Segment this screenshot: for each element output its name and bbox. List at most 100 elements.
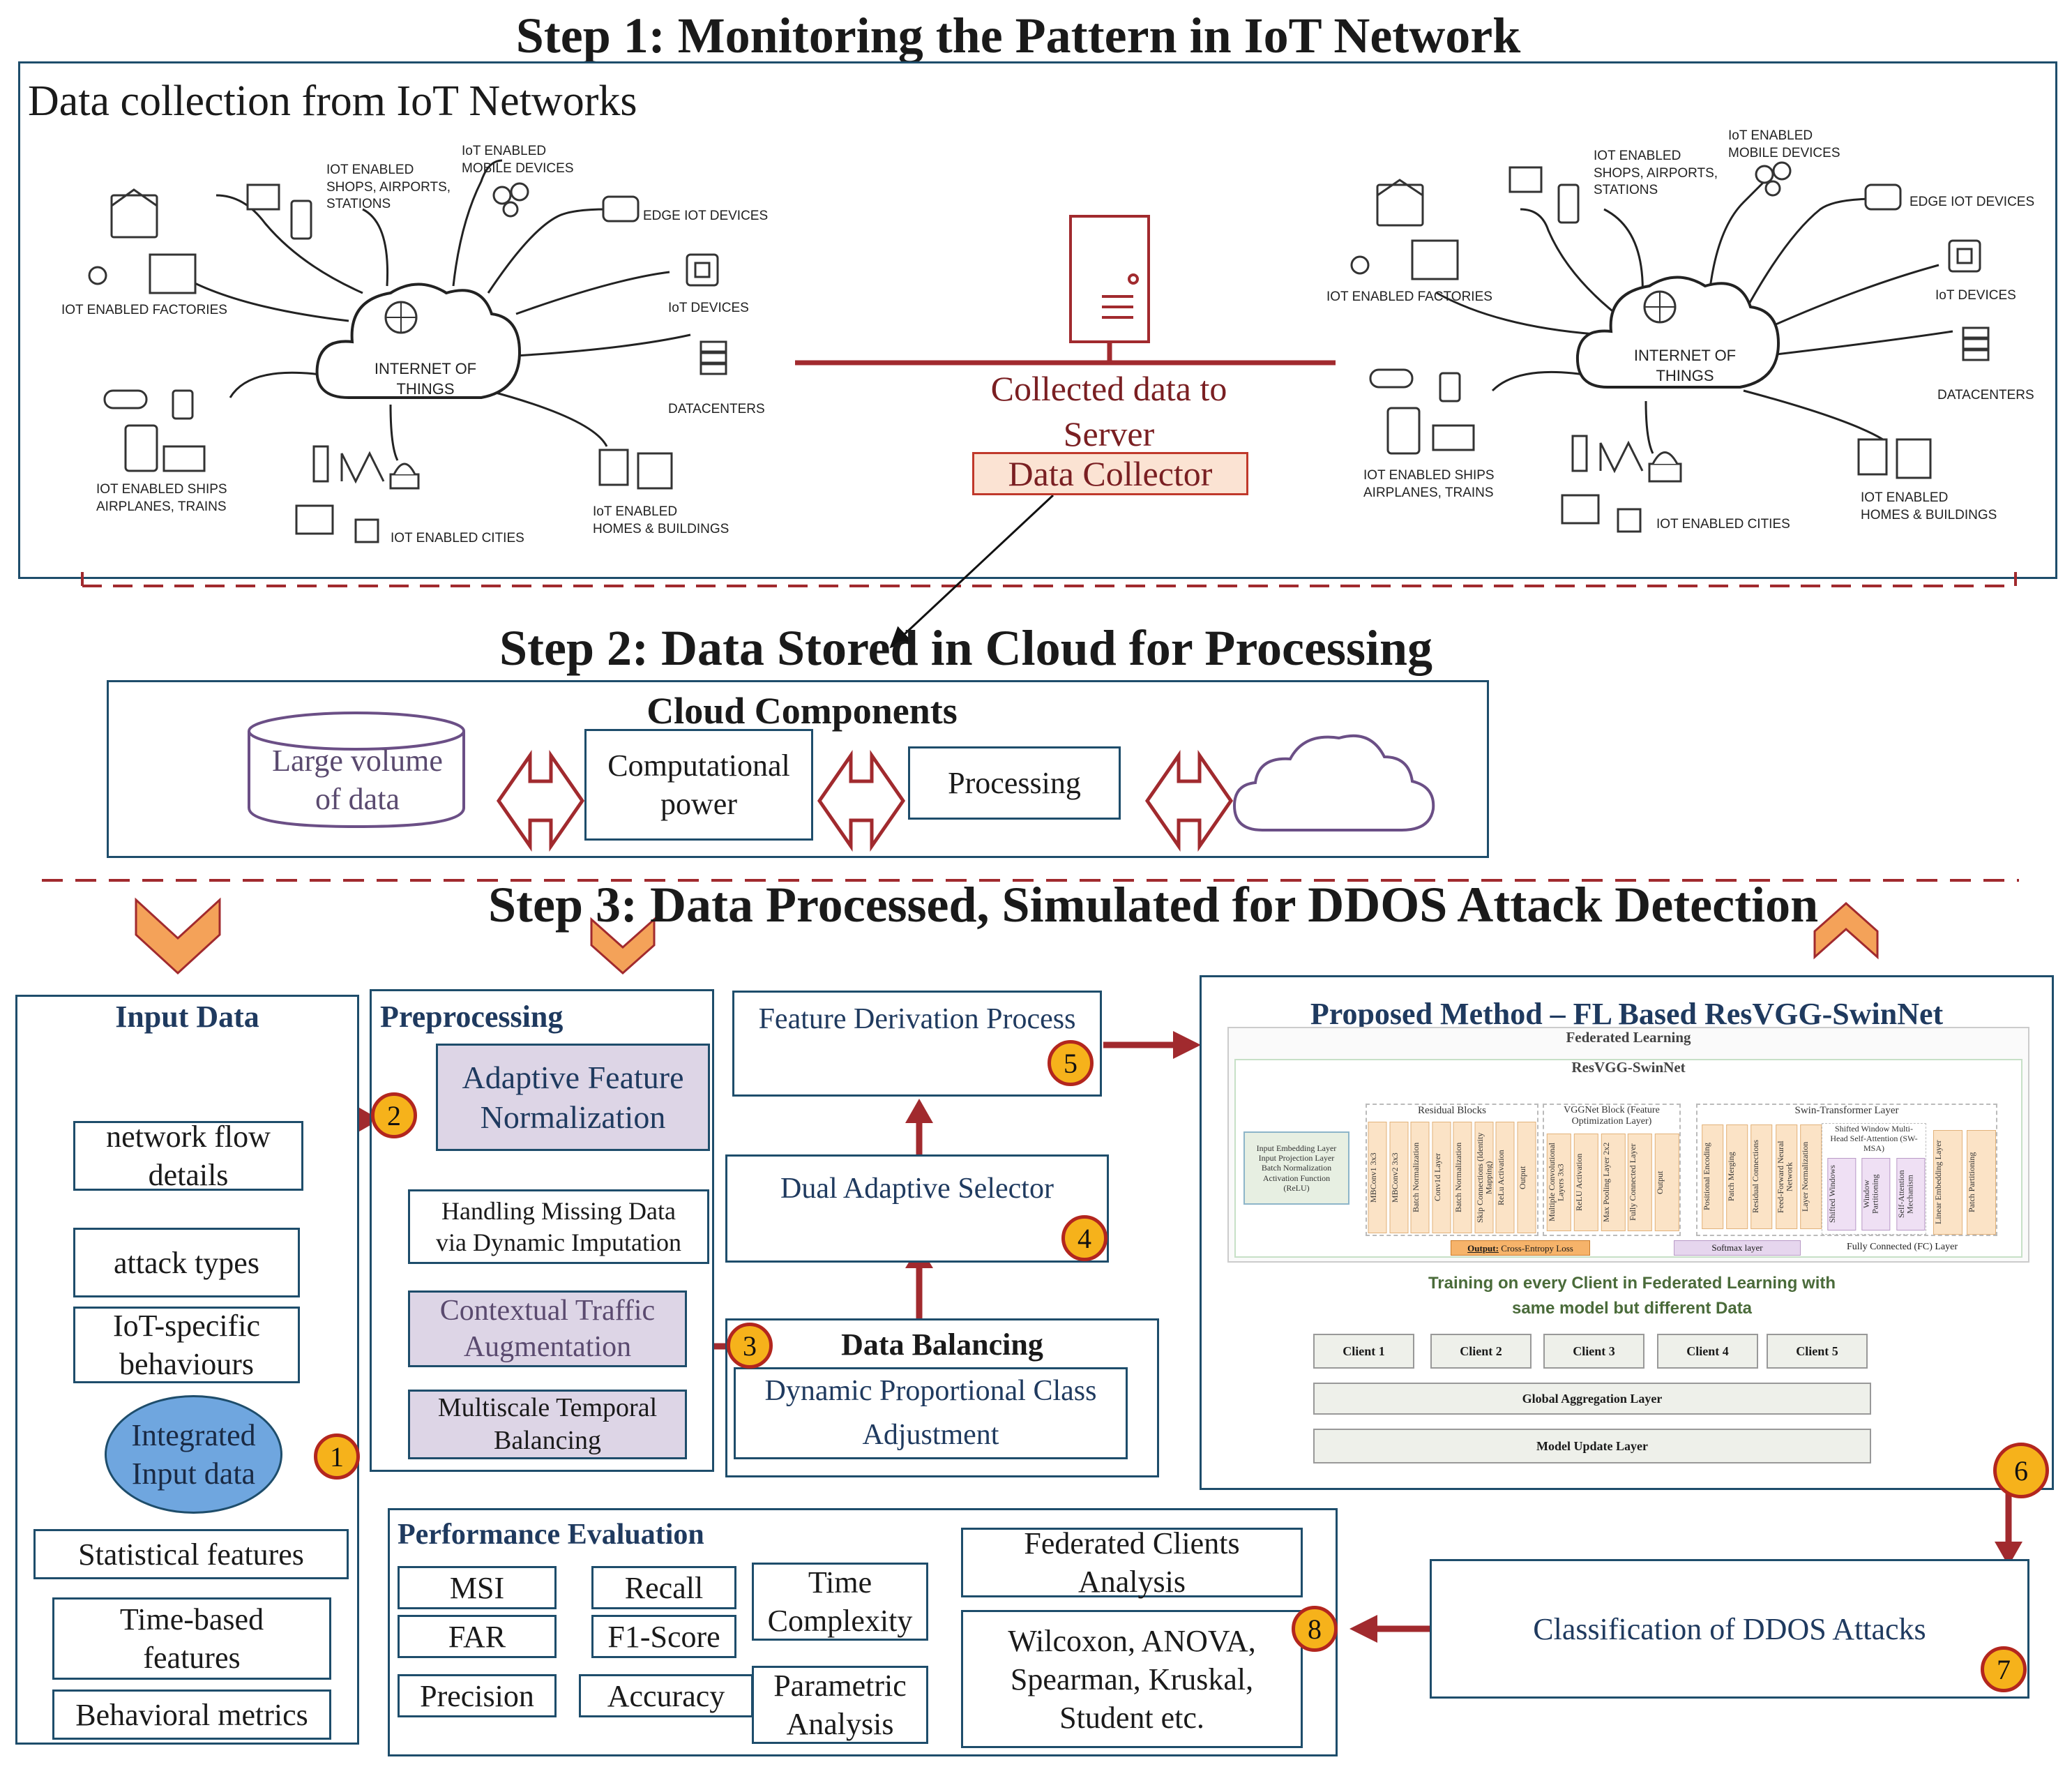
residual-layers-item: MBConv2 3x3 — [1389, 1122, 1408, 1233]
residual-layers-item: Output — [1517, 1122, 1536, 1233]
residual-blocks-frame — [1366, 1104, 1538, 1236]
fl-label: Federated Learning — [1566, 1029, 1691, 1046]
residual-layers-item: Skip Connections (Identity Mapping) — [1474, 1122, 1493, 1233]
integrated-input-data: Integrated Input data — [105, 1395, 282, 1514]
vgg-layers-item: ReLU Activation — [1573, 1134, 1598, 1231]
handling-missing-data: Handling Missing Data via Dynamic Imputa… — [408, 1189, 709, 1264]
client-box: Client 3 — [1543, 1334, 1644, 1369]
iot-left-cloud — [315, 283, 522, 399]
step-badge-8: 8 — [1292, 1606, 1338, 1652]
msa-frame — [1822, 1123, 1926, 1235]
dynamic-proportional-class-adjustment: Dynamic Proportional Class Adjustment — [734, 1367, 1128, 1459]
time-complexity: Time Complexity — [752, 1563, 928, 1641]
metric-precision: Precision — [398, 1674, 557, 1717]
swin-layers-item: Positional Encoding — [1702, 1124, 1724, 1229]
large-volume-data: Large volume of data — [272, 744, 443, 816]
chevron-icons — [135, 897, 1879, 975]
iot-left-label-shops: IOT ENABLED SHOPS, AIRPORTS, STATIONS — [326, 163, 451, 212]
step-badge-4: 4 — [1061, 1215, 1107, 1261]
resvgg-label: ResVGG-SwinNet — [1571, 1059, 1686, 1076]
output-loss-box: Output: Cross-Entropy Loss — [1451, 1240, 1590, 1256]
iot-right-label-homes: IOT ENABLED HOMES & BUILDINGS — [1861, 490, 1997, 522]
metric-msi: MSI — [398, 1566, 557, 1609]
fl-training-note: Training on every Client in Federated Le… — [1428, 1274, 1836, 1318]
server-icon — [1069, 215, 1150, 343]
classification-of-ddos-attacks: Classification of DDOS Attacks — [1430, 1559, 2029, 1699]
iot-left-label-edge: EDGE IOT DEVICES — [643, 209, 769, 223]
contextual-traffic-augmentation: Contextual Traffic Augmentation — [408, 1290, 687, 1367]
model-update-layer: Model Update Layer — [1313, 1429, 1871, 1463]
swin-layers-item: Feed-Forward Neural Network — [1775, 1124, 1797, 1229]
network-flow-details: network flow details — [73, 1120, 303, 1192]
iot-network-left-lines — [174, 159, 691, 461]
step-badge-5: 5 — [1048, 1040, 1094, 1086]
computational-power-box: Computational power — [584, 729, 813, 841]
iot-left-label-datacenters: DATACENTERS — [668, 402, 765, 416]
tail-layers-item: Linear Embedding Layer — [1933, 1130, 1963, 1235]
iot-left-label-cities: IOT ENABLED CITIES — [391, 531, 524, 545]
iot-right-label-ships: IOT ENABLED SHIPS AIRPLANES, TRAINS — [1363, 468, 1495, 500]
output-value: Cross-Entropy Loss — [1501, 1243, 1573, 1254]
metric-far: FAR — [398, 1615, 557, 1658]
residual-layers-item: Batch Normalization — [1453, 1122, 1472, 1233]
msa-title: Shifted Window Multi- Head Self-Attentio… — [1830, 1124, 1918, 1153]
step-badge-6: 6 — [1993, 1443, 2049, 1498]
step3-title: Step 3: Data Processed, Simulated for DD… — [488, 877, 1819, 933]
global-aggregation-layer: Global Aggregation Layer — [1313, 1383, 1871, 1415]
client-box: Client 1 — [1313, 1334, 1414, 1369]
vgg-layers-item: Output — [1655, 1134, 1679, 1231]
statistical-tests: Wilcoxon, ANOVA, Spearman, Kruskal, Stud… — [961, 1610, 1303, 1748]
feature-derivation-process: Feature Derivation Process — [732, 991, 1102, 1097]
iot-right-label-factories: IOT ENABLED FACTORIES — [1326, 289, 1492, 304]
residual-layers-item: ReLu Activation — [1496, 1122, 1515, 1233]
tail-layers-item: Patch Partitioning — [1967, 1130, 1996, 1235]
iot-right-label-datacenters: DATACENTERS — [1937, 388, 2034, 402]
step2-panel-title: Cloud Components — [646, 690, 958, 732]
step1-dashed-border — [81, 572, 2017, 587]
iot-right-label-mobile: IoT ENABLED MOBILE DEVICES — [1728, 128, 1840, 160]
cloud-shape-icon — [1232, 734, 1435, 831]
metric-f1-score: F1-Score — [591, 1615, 736, 1658]
attack-types: attack types — [73, 1228, 300, 1297]
metric-recall: Recall — [591, 1566, 736, 1609]
proposed-method-title: Proposed Method – FL Based ResVGG-SwinNe… — [1310, 997, 1944, 1031]
step2-panel — [107, 680, 1489, 858]
vgg-block-frame — [1543, 1104, 1681, 1236]
collector-arrow — [889, 494, 1054, 649]
data-collector-box: Data Collector — [972, 452, 1248, 495]
server-caption: Collected data to Server — [990, 369, 1227, 453]
multiscale-temporal-balancing: Multiscale Temporal Balancing — [408, 1390, 687, 1459]
adaptive-feature-normalization: Adaptive Feature Normalization — [436, 1044, 710, 1151]
preprocessing-title: Preprocessing — [380, 1000, 564, 1034]
swin-layers-item: Residual Connections — [1750, 1124, 1773, 1229]
residual-layers-item: Batch Normalization — [1411, 1122, 1430, 1233]
statistical-features: Statistical features — [33, 1529, 349, 1579]
iot-right-label-edge: EDGE IOT DEVICES — [1910, 195, 2035, 209]
msa-layers-item: Self-Attention Mechanism — [1896, 1158, 1925, 1231]
performance-title: Performance Evaluation — [398, 1519, 704, 1551]
step-badge-3: 3 — [727, 1323, 773, 1369]
cloud-double-arrows — [496, 749, 1234, 852]
step1-panel-title: Data collection from IoT Networks — [28, 77, 637, 125]
client-box: Client 2 — [1430, 1334, 1532, 1369]
data-balancing-title: Data Balancing — [841, 1327, 1043, 1362]
iot-specific-behaviours: IoT-specific behaviours — [73, 1307, 300, 1383]
parametric-analysis: Parametric Analysis — [752, 1666, 928, 1744]
dual-adaptive-selector: Dual Adaptive Selector — [725, 1154, 1109, 1263]
input-embedding-layer: Input Embedding Layer Input Projection L… — [1243, 1131, 1349, 1205]
iot-right-icons — [1350, 161, 1990, 533]
output-label: Output: — [1467, 1243, 1499, 1254]
iot-left-label-mobile: IoT ENABLED MOBILE DEVICES — [462, 144, 574, 176]
step2-title: Step 2: Data Stored in Cloud for Process… — [499, 620, 1433, 676]
iot-left-icons — [88, 182, 727, 543]
step1-title: Step 1: Monitoring the Pattern in IoT Ne… — [515, 8, 1521, 63]
iot-left-label-ships: IOT ENABLED SHIPS AIRPLANES, TRAINS — [96, 482, 227, 514]
vgg-layers-item: Max Pooling Layer 2x2 — [1601, 1134, 1626, 1231]
swin-layer-title: Swin-Transformer Layer — [1794, 1105, 1899, 1116]
softmax-layer: Softmax layer — [1674, 1240, 1801, 1256]
